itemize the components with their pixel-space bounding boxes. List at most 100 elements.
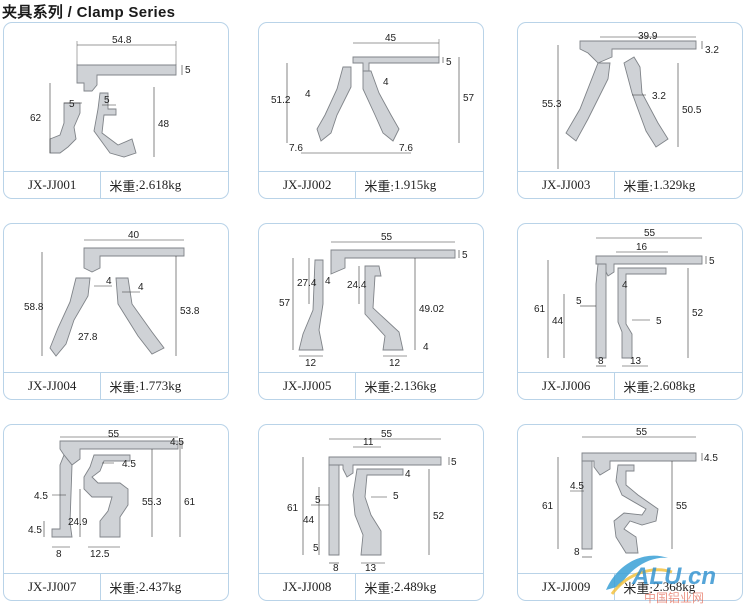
product-weight: 米重: 1.329kg [615,172,742,198]
weight-value: 2.136kg [393,378,437,393]
product-weight: 米重: 2.437kg [101,574,228,600]
dim-label: 4.5 [570,481,584,492]
dim-label: 50.5 [682,105,702,116]
dim-label: 51.2 [271,95,291,106]
profile-drawing-jj001: 54.8 5 62 5 5 48 [30,35,191,158]
watermark-text: ALU.cn [631,563,716,590]
dim-label: 4 [405,469,411,480]
dim-label: 4 [622,280,628,291]
dim-label: 48 [158,119,170,130]
dim-label: 5 [185,65,191,76]
dim-label: 55 [381,232,393,243]
product-caption: JX-JJ006 米重: 2.608kg [518,372,742,399]
dim-label: 8 [574,547,580,558]
profile-drawing-jj009: 55 4.5 61 4.5 55 8 [542,427,718,558]
product-card-jj004[interactable]: 40 58.8 4 4 27.8 53.8 JX-JJ004 米重: 1.773… [3,223,229,400]
product-caption: JX-JJ003 米重: 1.329kg [518,171,742,198]
product-weight: 米重: 2.608kg [615,373,742,399]
dim-label: 57 [279,298,291,309]
dim-label: 13 [630,356,642,367]
dim-label: 55.3 [142,497,162,508]
dim-label: 7.6 [289,143,303,154]
dim-label: 55 [108,429,120,440]
dim-label: 45 [385,33,397,44]
dim-label: 8 [598,356,604,367]
dim-label: 7.6 [399,143,413,154]
weight-value: 2.608kg [652,378,696,393]
dim-label: 4 [383,77,389,88]
profile-drawing-jj006: 55 16 5 4 61 44 5 5 52 8 13 [534,228,715,367]
dim-label: 55 [636,427,648,438]
dim-label: 5 [576,296,582,307]
dim-label: 5 [451,457,457,468]
weight-prefix: 米重: [109,178,139,194]
dim-label: 8 [56,549,62,560]
dim-label: 62 [30,113,42,124]
dim-label: 5 [69,99,75,110]
dim-label: 5 [656,316,662,327]
dim-label: 4 [325,276,331,287]
product-caption: JX-JJ009 米重: 2.368kg [518,573,742,600]
dim-label: 52 [692,308,704,319]
dim-label: 55 [676,501,688,512]
dim-label: 55.3 [542,99,562,110]
dim-label: 27.4 [297,278,317,289]
weight-prefix: 米重: [364,379,394,395]
dim-label: 3.2 [652,91,666,102]
dim-label: 8 [333,563,339,573]
product-card-jj003[interactable]: 39.9 3.2 55.3 3.2 50.5 JX-JJ003 米重: 1.32… [517,22,743,199]
dim-label: 24.9 [68,517,88,528]
product-card-jj006[interactable]: 55 16 5 4 61 44 5 5 52 8 13 JX-JJ006 米重:… [517,223,743,400]
product-caption: JX-JJ007 米重: 2.437kg [4,573,228,600]
dim-label: 61 [287,503,299,514]
product-card-jj007[interactable]: 55 4.5 4.5 4.5 55.3 61 24.9 4.5 8 12.5 J… [3,424,229,601]
product-code: JX-JJ002 [259,172,357,198]
dim-label: 5 [709,256,715,267]
weight-prefix: 米重: [623,379,653,395]
product-code: JX-JJ008 [259,574,357,600]
weight-prefix: 米重: [109,379,139,395]
profile-drawing-jj005: 55 5 57 27.4 4 24.4 49.02 12 12 4 [279,232,468,369]
dim-label: 44 [552,316,564,327]
product-weight: 米重: 2.489kg [356,574,483,600]
weight-value: 1.329kg [652,177,696,192]
profile-drawing-jj007: 55 4.5 4.5 4.5 55.3 61 24.9 4.5 8 12.5 [28,429,196,560]
product-weight: 米重: 1.773kg [101,373,228,399]
dim-label: 4.5 [704,453,718,464]
dim-label: 11 [363,437,374,448]
dim-label: 16 [636,242,648,253]
weight-value: 2.489kg [393,579,437,594]
dim-label: 4.5 [170,437,184,448]
dim-label: 61 [184,497,196,508]
weight-value: 2.618kg [138,177,182,192]
weight-prefix: 米重: [623,178,653,194]
watermark-subtext: 中国铝业网 [644,590,704,605]
dim-label: 61 [542,501,554,512]
dim-label: 5 [313,543,319,554]
dim-label: 40 [128,230,140,241]
alu-swoosh-icon [606,555,668,590]
weight-prefix: 米重: [623,580,653,596]
product-card-jj005[interactable]: 55 5 57 27.4 4 24.4 49.02 12 12 4 JX-JJ0… [258,223,484,400]
dim-label: 53.8 [180,306,200,317]
product-code: JX-JJ006 [518,373,616,399]
dim-label: 27.8 [78,332,98,343]
dim-label: 13 [365,563,377,573]
weight-value: 2.368kg [652,579,696,594]
product-code: JX-JJ003 [518,172,616,198]
dim-label: 4 [138,282,144,293]
weight-prefix: 米重: [364,580,394,596]
weight-value: 1.915kg [393,177,437,192]
dim-label: 39.9 [638,31,658,42]
dim-label: 5 [104,95,110,106]
profile-drawing-jj008: 55 11 5 4 61 44 5 5 52 5 8 13 [287,429,457,573]
product-card-jj008[interactable]: 55 11 5 4 61 44 5 5 52 5 8 13 JX-JJ008 米… [258,424,484,601]
dim-label: 4 [106,276,112,287]
dim-label: 52 [433,511,445,522]
dim-label: 5 [393,491,399,502]
dim-label: 5 [446,57,452,68]
product-card-jj002[interactable]: 45 5 4 51.2 4 57 7.6 7.6 JX-JJ002 米重: 1.… [258,22,484,199]
product-card-jj001[interactable]: 54.8 5 62 5 5 48 JX-JJ001 米重: 2.618kg [3,22,229,199]
dim-label: 4 [423,342,429,353]
weight-prefix: 米重: [109,580,139,596]
